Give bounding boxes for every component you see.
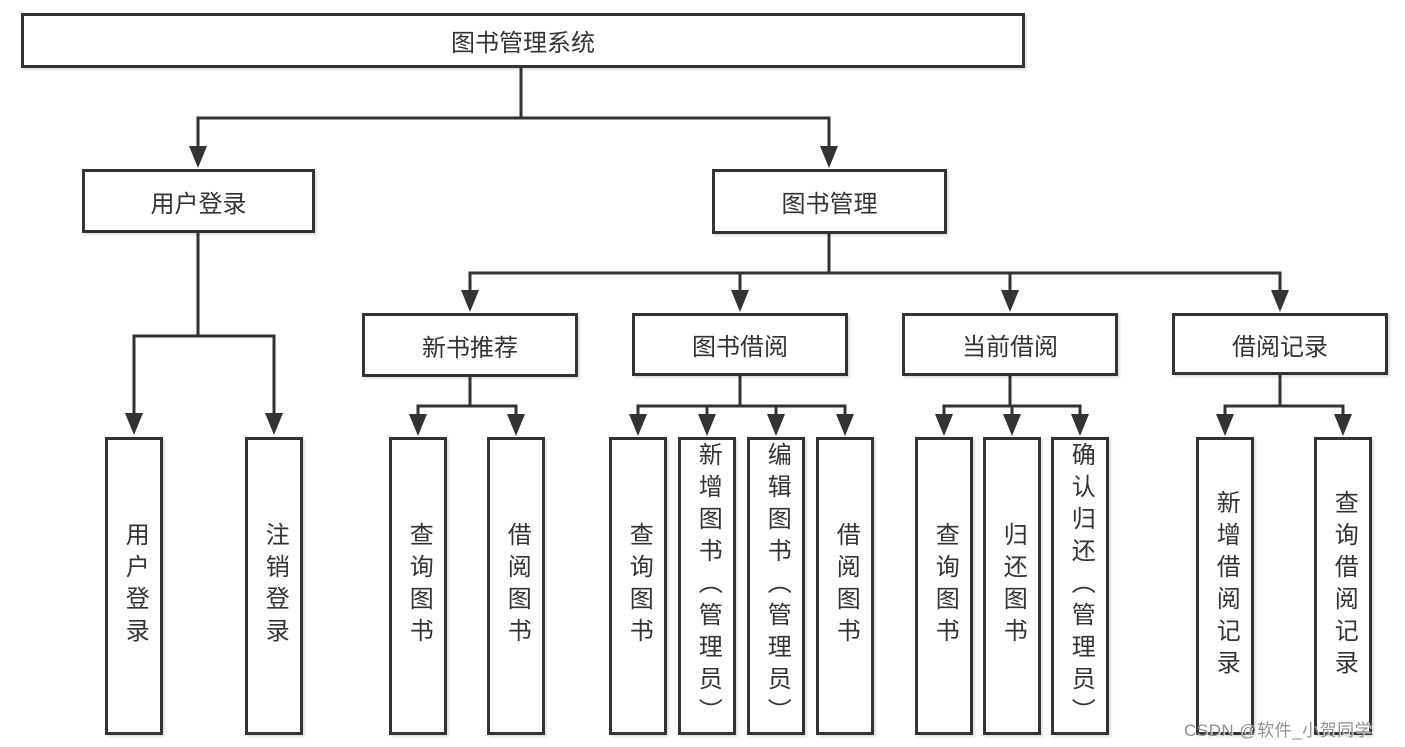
leaf-add-book-admin: 新增图书（管理员） <box>678 437 736 735</box>
leaf-borrow-books: 借阅图书 <box>816 437 874 735</box>
node-library-system: 图书管理系统 <box>21 13 1025 68</box>
node-book-borrow: 图书借阅 <box>632 313 848 376</box>
leaf-query-books-current: 查询图书 <box>915 437 973 735</box>
leaf-query-borrow-record: 查询借阅记录 <box>1314 437 1372 735</box>
node-user-login: 用户登录 <box>82 169 315 233</box>
leaf-borrow-books-recommend: 借阅图书 <box>487 437 545 735</box>
leaf-return-book: 归还图书 <box>983 437 1041 735</box>
leaf-confirm-return-admin: 确认归还（管理员） <box>1051 437 1109 735</box>
leaf-user-login: 用户登录 <box>105 437 163 735</box>
leaf-edit-book-admin: 编辑图书（管理员） <box>747 437 805 735</box>
node-current-borrow: 当前借阅 <box>902 313 1118 376</box>
node-book-management: 图书管理 <box>712 169 947 234</box>
leaf-add-borrow-record: 新增借阅记录 <box>1196 437 1254 735</box>
leaf-logout: 注销登录 <box>245 437 303 735</box>
node-new-book-recommend: 新书推荐 <box>362 313 578 377</box>
leaf-query-books-borrow: 查询图书 <box>609 437 667 735</box>
leaf-query-books-recommend: 查询图书 <box>389 437 447 735</box>
csdn-watermark: CSDN @软件_小贺同学 <box>1184 721 1373 740</box>
node-borrow-records: 借阅记录 <box>1172 313 1388 375</box>
